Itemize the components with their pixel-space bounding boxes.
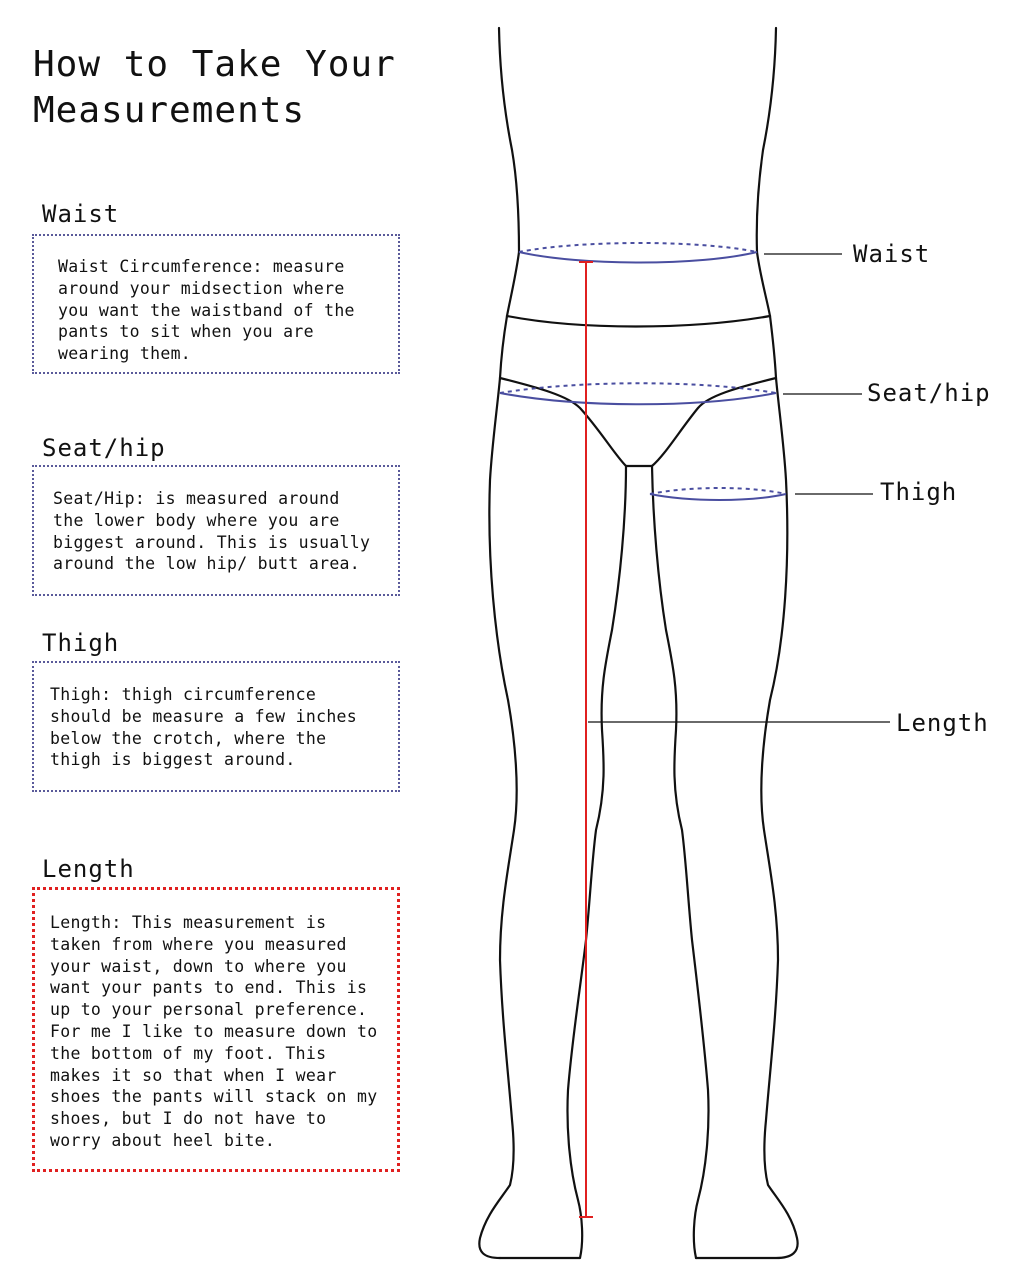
seat-hip-heading: Seat/hip — [42, 434, 166, 462]
waist-measurement-band — [518, 242, 758, 264]
thigh-heading: Thigh — [42, 629, 120, 657]
waistband-outline — [505, 314, 772, 328]
underwear-left-leg-opening — [498, 376, 628, 468]
hip-left-outline — [505, 250, 521, 318]
left-leg-outer-outline — [478, 376, 518, 1260]
seat-hip-callout: Seat/hip — [867, 379, 991, 407]
torso-left-outline — [497, 26, 521, 254]
underwear-right-leg-opening — [650, 376, 778, 468]
underwear-left-side — [498, 314, 509, 380]
hip-right-outline — [755, 250, 772, 318]
page-title: How to Take Your Measurements — [33, 44, 396, 131]
length-description-box: Length: This measurement is taken from w… — [32, 887, 400, 1172]
thigh-description-box: Thigh: thigh circumference should be mea… — [32, 661, 400, 792]
waist-heading: Waist — [42, 200, 120, 228]
length-callout: Length — [896, 709, 989, 737]
seat-hip-description-box: Seat/Hip: is measured around the lower b… — [32, 465, 400, 596]
seat-hip-measurement-band — [499, 382, 777, 406]
thigh-measurement-band — [649, 487, 787, 501]
length-description: Length: This measurement is taken from w… — [50, 913, 378, 1150]
waist-callout: Waist — [853, 240, 930, 268]
thigh-callout: Thigh — [880, 478, 957, 506]
thigh-description: Thigh: thigh circumference should be mea… — [50, 685, 358, 770]
right-leg-inner-outline — [650, 464, 710, 1260]
waist-description: Waist Circumference: measure around your… — [58, 257, 355, 364]
left-leg-inner-outline — [498, 464, 628, 1260]
length-measurement-line — [579, 261, 593, 1218]
waist-description-box: Waist Circumference: measure around your… — [32, 234, 400, 374]
right-leg-outer-outline — [694, 376, 799, 1260]
torso-right-outline — [755, 26, 778, 254]
underwear-right-side — [768, 314, 778, 380]
seat-hip-description: Seat/Hip: is measured around the lower b… — [53, 489, 371, 574]
length-heading: Length — [42, 855, 135, 883]
